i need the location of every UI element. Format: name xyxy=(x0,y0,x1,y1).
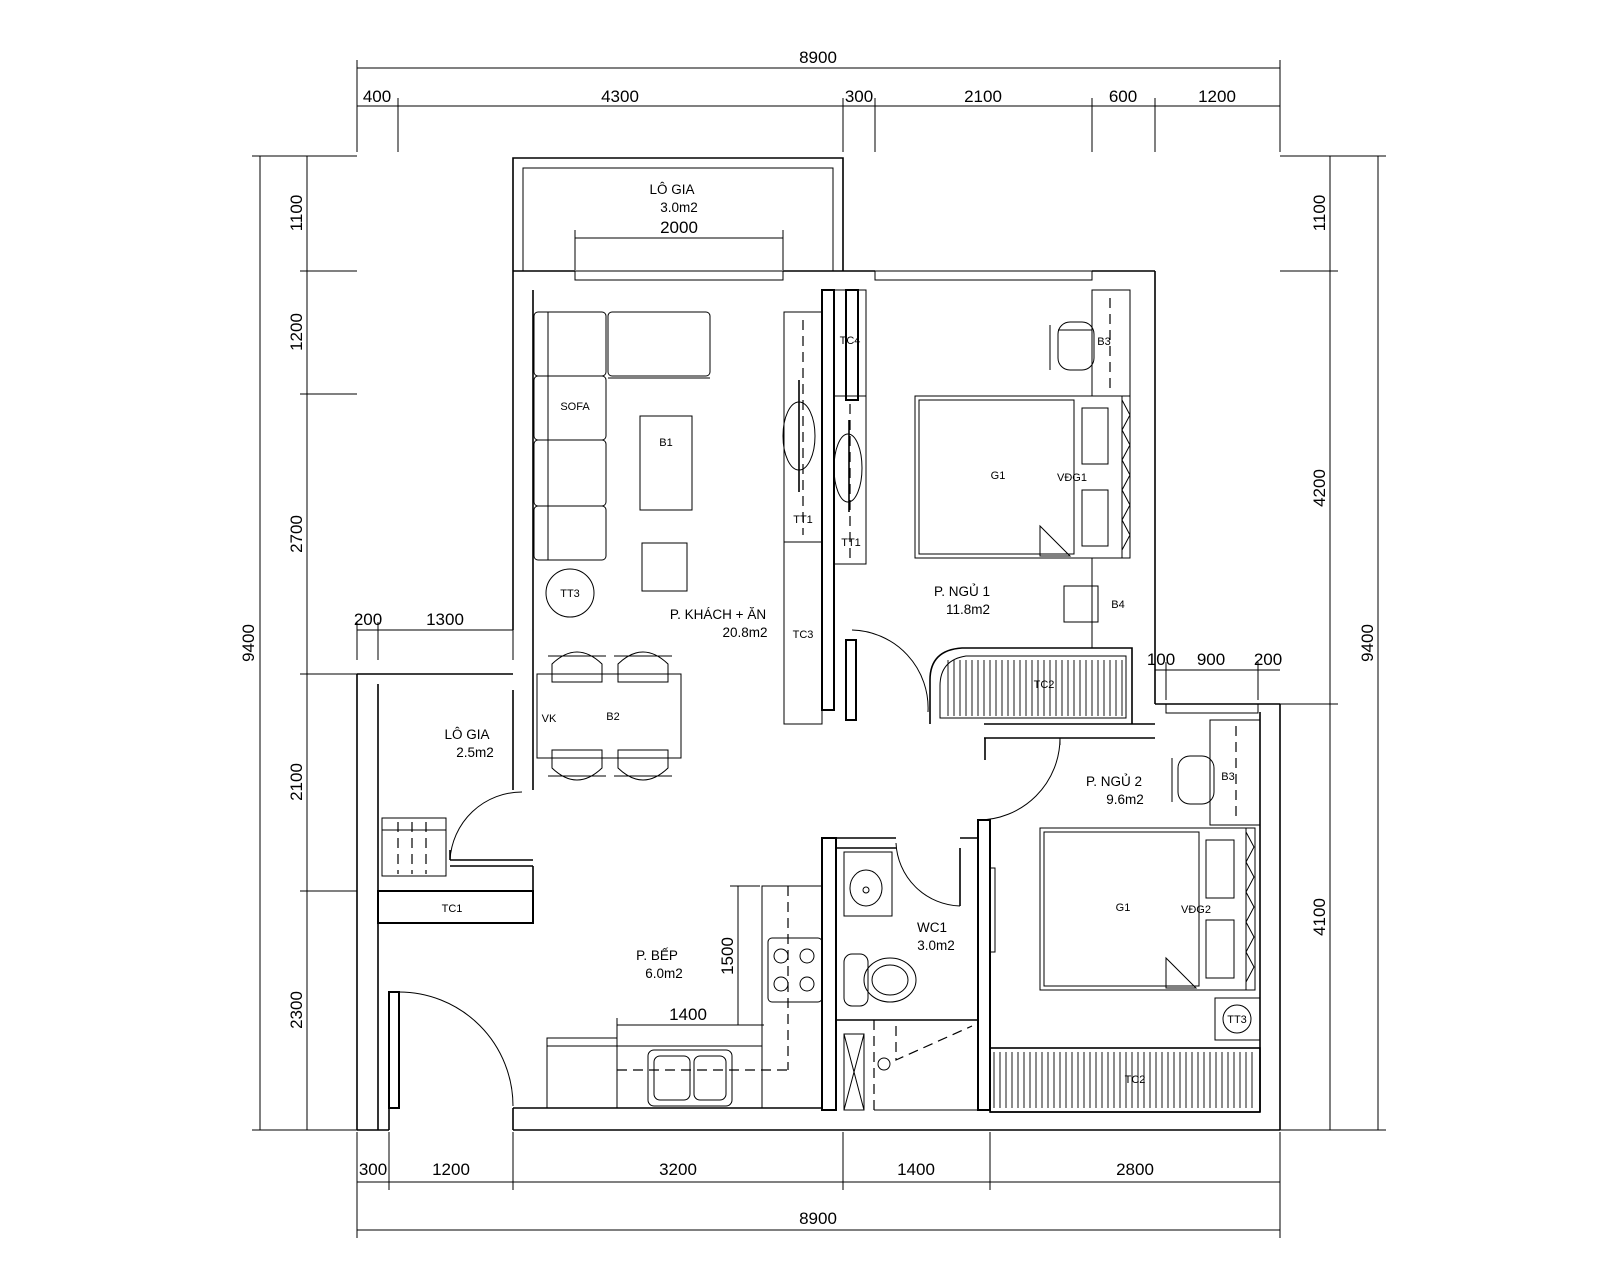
label-b4: B4 xyxy=(1111,599,1124,611)
logia-top-area: 3.0m2 xyxy=(660,200,698,215)
dim-left-total: 9400 xyxy=(239,624,258,662)
living-name: P. KHÁCH + ĂN xyxy=(670,607,766,622)
dim-left-3: 2700 xyxy=(287,515,306,553)
dim-logia-200: 200 xyxy=(354,610,382,629)
furniture-labels: SOFA B1 B2 VK TT3 TT3 TT1 TT1 TC3 TC4 TC… xyxy=(442,335,1247,1086)
dim-top-total: 8900 xyxy=(799,48,837,67)
b4-table xyxy=(1063,585,1099,623)
dim-top-1: 400 xyxy=(363,87,391,106)
dim-bottom-5: 2800 xyxy=(1116,1160,1154,1179)
wc-fixtures xyxy=(843,851,978,1111)
dim-top-4: 2100 xyxy=(964,87,1002,106)
dim-right-2: 4200 xyxy=(1310,469,1329,507)
tv-cabinet-bed1 xyxy=(833,289,867,565)
washer xyxy=(381,817,447,877)
label-b3-a: B3 xyxy=(1097,336,1110,348)
dim-bottom-4: 1400 xyxy=(897,1160,935,1179)
label-vdg1: VĐG1 xyxy=(1057,472,1087,484)
dim-top-6: 1200 xyxy=(1198,87,1236,106)
dim-right-3: 4100 xyxy=(1310,898,1329,936)
sofa xyxy=(533,311,711,561)
wardrobe-hatch-room2 xyxy=(993,1052,1253,1108)
dim-right-total: 9400 xyxy=(1358,624,1377,662)
label-sofa: SOFA xyxy=(560,401,590,413)
dim-bottom-3: 3200 xyxy=(659,1160,697,1179)
label-b1: B1 xyxy=(659,437,672,449)
walls xyxy=(356,157,1281,1131)
dim-left-2: 1200 xyxy=(287,313,306,351)
logia-left-area: 2.5m2 xyxy=(456,745,494,760)
bed2-area: 9.6m2 xyxy=(1106,792,1144,807)
logia-top-name: LÔ GIA xyxy=(649,182,694,197)
label-g1-a: G1 xyxy=(991,470,1006,482)
bed1-area: 11.8m2 xyxy=(946,602,990,617)
label-tc1: TC1 xyxy=(442,903,463,915)
kitchen-area: 6.0m2 xyxy=(645,966,683,981)
label-tt1-a: TT1 xyxy=(793,514,813,526)
wc-area: 3.0m2 xyxy=(917,938,955,953)
logia-left-name: LÔ GIA xyxy=(444,727,489,742)
side-table xyxy=(641,542,688,592)
dim-right-100: 100 xyxy=(1147,650,1175,669)
label-tt1-b: TT1 xyxy=(841,537,861,549)
bed-g1-room1 xyxy=(914,395,1131,559)
wardrobe-tc2-room1 xyxy=(929,647,1133,724)
dim-kitchen-1400: 1400 xyxy=(669,1005,707,1024)
dining-set xyxy=(536,651,682,781)
furniture xyxy=(381,289,1261,1113)
dim-right-200: 200 xyxy=(1254,650,1282,669)
wardrobe-tc2-room2 xyxy=(989,1047,1261,1113)
dim-left-1: 1100 xyxy=(287,195,306,232)
tt3-round-table xyxy=(545,568,595,618)
dim-logia-1300: 1300 xyxy=(426,610,464,629)
dimension-labels: 8900 400 4300 300 2100 600 1200 300 1200… xyxy=(239,48,1377,1228)
desk-bed1 xyxy=(1049,289,1131,397)
label-g1-b: G1 xyxy=(1116,902,1131,914)
bed1-name: P. NGỦ 1 xyxy=(934,584,990,599)
dim-bottom-total: 8900 xyxy=(799,1209,837,1228)
dim-bottom-2: 1200 xyxy=(432,1160,470,1179)
label-vk: VK xyxy=(542,713,557,725)
wc-name: WC1 xyxy=(917,920,947,935)
dim-top-3: 300 xyxy=(845,87,873,106)
wardrobe-hatch-room1 xyxy=(947,660,1123,716)
dim-left-5: 2300 xyxy=(287,991,306,1029)
doors xyxy=(398,629,1061,1107)
label-tc3: TC3 xyxy=(793,629,814,641)
dim-top-2: 4300 xyxy=(601,87,639,106)
label-tc4: TC4 xyxy=(840,335,861,347)
dim-right-900: 900 xyxy=(1197,650,1225,669)
living-area: 20.8m2 xyxy=(722,625,767,640)
label-tc2-a: TC2 xyxy=(1034,679,1055,691)
kitchen-name: P. BẾP xyxy=(636,948,678,963)
label-b2: B2 xyxy=(606,711,619,723)
dim-kitchen-1500: 1500 xyxy=(718,937,737,975)
dim-bottom-1: 300 xyxy=(359,1160,387,1179)
label-vdg2: VĐG2 xyxy=(1181,904,1211,916)
label-b3-b: B3 xyxy=(1221,771,1234,783)
bed-g1-room2 xyxy=(1039,827,1256,991)
dim-left-4: 2100 xyxy=(287,763,306,801)
desk-bed2 xyxy=(1171,719,1261,826)
tv-cabinet-living xyxy=(782,311,823,725)
tt3-bed2-table xyxy=(1214,997,1261,1041)
table-b1 xyxy=(639,415,693,511)
dimension-lines xyxy=(252,60,1386,1238)
label-tc2-b: TC2 xyxy=(1125,1074,1146,1086)
dim-right-1: 1100 xyxy=(1310,195,1329,232)
bed2-name: P. NGỦ 2 xyxy=(1086,774,1142,789)
room-labels: LÔ GIA 3.0m2 LÔ GIA 2.5m2 P. KHÁCH + ĂN … xyxy=(444,182,1143,981)
dim-top-5: 600 xyxy=(1109,87,1137,106)
dim-window-2000: 2000 xyxy=(660,218,698,237)
label-tt3: TT3 xyxy=(560,588,580,600)
label-tt3-b: TT3 xyxy=(1227,1014,1247,1026)
kitchen-counter xyxy=(546,885,823,1109)
